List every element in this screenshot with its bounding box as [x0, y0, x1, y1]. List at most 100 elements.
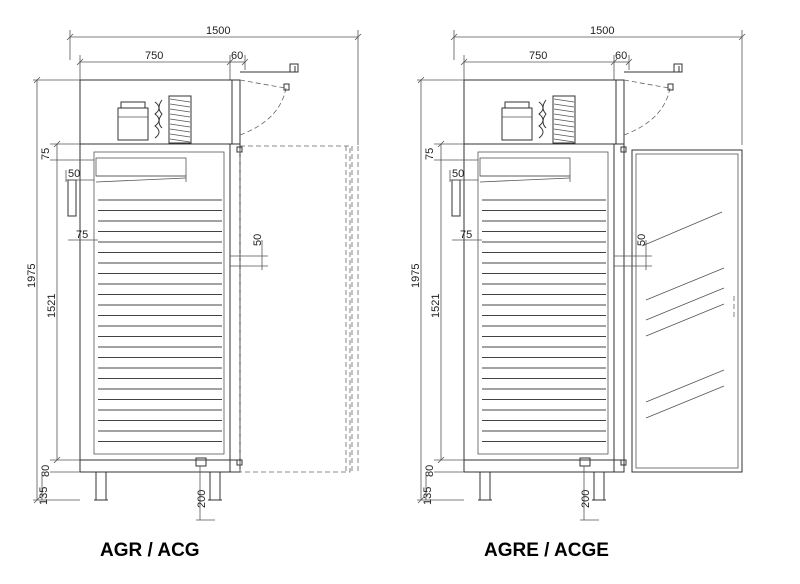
- cabinet-door-edge: [229, 143, 241, 473]
- dimension-tick: [354, 33, 362, 41]
- door-hinge-bottom: [620, 459, 627, 466]
- foot-right: [593, 471, 605, 501]
- door-clearance-label: 200: [580, 490, 592, 508]
- shelf-offset-label: 75: [460, 229, 472, 241]
- inner-height-label: 1521: [430, 294, 442, 318]
- condenser-fin: [553, 138, 575, 143]
- condenser-icon: [168, 95, 192, 144]
- inner-liner: [477, 151, 609, 455]
- dimension-tick: [450, 33, 458, 41]
- glass-door-inner: [635, 153, 739, 469]
- condenser-fin: [553, 128, 575, 133]
- condenser-fin: [169, 108, 191, 113]
- total-width-label: 1500: [206, 25, 230, 37]
- total-height-label: 1975: [410, 264, 422, 288]
- condenser-fin: [553, 118, 575, 123]
- door-hinge-top: [236, 146, 243, 153]
- condenser-fin: [553, 123, 575, 128]
- evaporator-box: [479, 157, 571, 177]
- condenser-fin: [169, 103, 191, 108]
- condenser-fin: [169, 138, 191, 143]
- housing-side: [231, 79, 241, 145]
- top-door-swing-stop: [240, 66, 296, 73]
- condenser-fin: [553, 98, 575, 103]
- glass-reflection: [645, 369, 725, 403]
- cabinet-body: [463, 143, 615, 461]
- inner-liner: [93, 151, 225, 455]
- cabinet-door-edge: [613, 143, 625, 473]
- base-offset-label: 80: [424, 465, 436, 477]
- door-hinge-bottom: [236, 459, 243, 466]
- fan-blade: [158, 99, 163, 129]
- bottom-hinge: [579, 457, 591, 467]
- shelf-offset-label: 75: [76, 229, 88, 241]
- bottom-hinge: [195, 457, 207, 467]
- compressor-cap: [120, 101, 146, 109]
- glass-reflection: [645, 287, 725, 321]
- condenser-fin: [169, 118, 191, 123]
- condenser-fin: [169, 113, 191, 118]
- door-clearance-label: 200: [196, 490, 208, 508]
- condenser-fin: [553, 133, 575, 138]
- fan-icon: [154, 101, 160, 139]
- foot-height-label: 135: [422, 487, 434, 505]
- evaporator-box: [95, 157, 187, 177]
- evaporator-slope: [95, 177, 187, 183]
- door-swing-arc: [239, 87, 287, 136]
- drawing-title: AGRE / ACGE: [484, 540, 609, 561]
- condenser-fin: [169, 98, 191, 103]
- door-swing-line: [623, 79, 670, 89]
- condenser-fin: [169, 133, 191, 138]
- dimension-tick: [625, 58, 633, 66]
- evaporator-tray: [480, 175, 571, 182]
- glass-reflection: [645, 303, 725, 337]
- top-door-swing-stop: [624, 66, 680, 73]
- hinge-block: [673, 63, 683, 73]
- foot-left: [479, 471, 491, 501]
- body-width-label: 750: [529, 50, 547, 62]
- dimension-tick: [241, 58, 249, 66]
- foot-right: [209, 471, 221, 501]
- hinge-pin: [283, 83, 290, 91]
- total-height-label: 1975: [26, 264, 38, 288]
- dimension-tick: [417, 496, 425, 504]
- housing-side: [615, 79, 625, 145]
- hinge-pin: [667, 83, 674, 91]
- condenser-fin: [553, 103, 575, 108]
- inner-height-label: 1521: [46, 294, 58, 318]
- evaporator-slope: [479, 177, 571, 183]
- glass-reflection: [645, 267, 725, 301]
- top-offset-label: 75: [40, 148, 52, 160]
- handle-height-label: 50: [252, 234, 264, 246]
- compressor-housing: [463, 79, 617, 145]
- handle-height-label: 50: [636, 234, 648, 246]
- dimension-tick: [738, 33, 746, 41]
- compressor-icon: [117, 107, 149, 141]
- door-swing-line: [239, 79, 286, 89]
- door-hinge-top: [620, 146, 627, 153]
- hinge-block: [289, 63, 299, 73]
- drawing-title: AGR / ACG: [100, 540, 200, 561]
- hinge-offset-label: 60: [615, 50, 627, 62]
- dimension-tick: [460, 58, 468, 66]
- fan-icon: [538, 101, 544, 139]
- dimension-tick: [226, 58, 234, 66]
- control-panel: [67, 179, 77, 217]
- condenser-icon: [552, 95, 576, 144]
- condenser-fin: [169, 123, 191, 128]
- condenser-fin: [553, 113, 575, 118]
- left-handle-offset-label: 50: [452, 168, 464, 180]
- glass-reflection: [641, 211, 723, 247]
- control-panel: [451, 179, 461, 217]
- compressor-icon: [501, 107, 533, 141]
- condenser-fin: [553, 108, 575, 113]
- open-door-outline: [239, 145, 351, 473]
- dimension-tick: [33, 76, 41, 84]
- glass-door-frame: [631, 149, 743, 473]
- dimension-tick: [610, 58, 618, 66]
- hinge-offset-label: 60: [231, 50, 243, 62]
- compressor-housing: [79, 79, 233, 145]
